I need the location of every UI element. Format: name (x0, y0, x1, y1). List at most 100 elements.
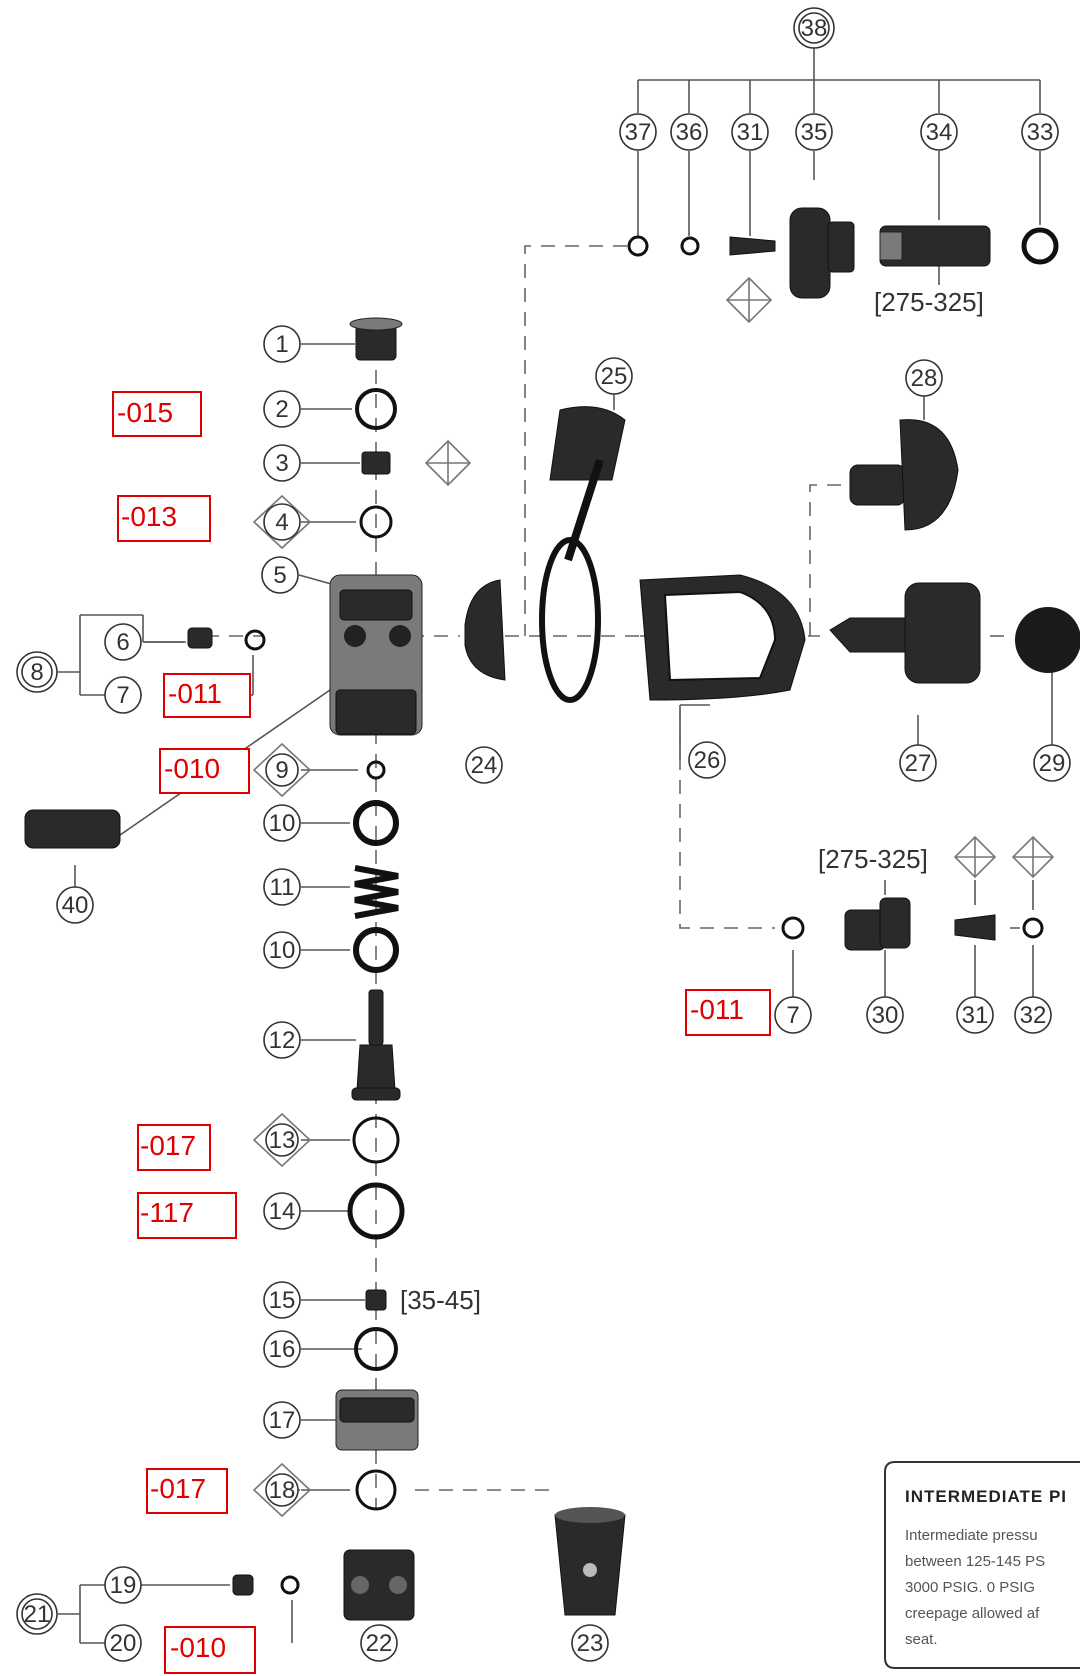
oring-size-label: -117 (137, 1192, 237, 1239)
svg-text:17: 17 (269, 1407, 296, 1434)
svg-text:6: 6 (116, 629, 129, 656)
svg-text:20: 20 (110, 1630, 137, 1657)
svg-text:38: 38 (801, 15, 828, 42)
svg-text:27: 27 (905, 750, 932, 777)
callout-13: 13 (265, 1123, 299, 1157)
callout-27: 27 (899, 744, 937, 782)
svg-text:33: 33 (1027, 119, 1054, 146)
svg-text:21: 21 (24, 1601, 51, 1628)
svg-text:29: 29 (1039, 750, 1066, 777)
callout-18: 18 (265, 1473, 299, 1507)
svg-text:-015: -015 (117, 397, 173, 428)
callout-5: 5 (261, 556, 299, 594)
oring-size-label: -013 (117, 495, 211, 542)
svg-text:-013: -013 (121, 501, 177, 532)
svg-text:7: 7 (116, 682, 129, 709)
callout-19: 19 (104, 1566, 142, 1604)
callout-15: 15 (263, 1281, 301, 1319)
callout-30: 30 (866, 996, 904, 1034)
svg-text:36: 36 (676, 119, 703, 146)
svg-text:8: 8 (30, 659, 43, 686)
svg-text:-010: -010 (170, 1632, 226, 1663)
callout-16: 16 (263, 1330, 301, 1368)
diamond-icon (1011, 835, 1055, 879)
torque-specs: [275-325] [275-325] [35-45] (400, 287, 984, 1315)
svg-text:14: 14 (269, 1198, 296, 1225)
note-title: INTERMEDIATE PI (905, 1487, 1067, 1506)
svg-text:37: 37 (625, 119, 652, 146)
svg-text:13: 13 (269, 1127, 296, 1154)
note-line: creepage allowed af (905, 1605, 1040, 1622)
svg-text:23: 23 (577, 1630, 604, 1657)
svg-text:11: 11 (270, 874, 295, 901)
svg-text:-117: -117 (140, 1197, 194, 1228)
diamond-icon (252, 1112, 312, 1168)
oring-size-label: -017 (146, 1468, 228, 1514)
oring-size-label: -015 (112, 391, 202, 437)
oring-size-label: -017 (137, 1124, 211, 1171)
oring-size-label: -010 (159, 748, 250, 794)
svg-text:4: 4 (275, 509, 288, 536)
callout-11: 11 (263, 868, 301, 906)
callout-10: 10 (263, 931, 301, 969)
diamond-icon (725, 276, 773, 324)
svg-text:32: 32 (1020, 1002, 1047, 1029)
svg-text:24: 24 (471, 752, 498, 779)
callout-22: 22 (360, 1624, 398, 1662)
svg-text:22: 22 (366, 1630, 393, 1657)
svg-text:31: 31 (962, 1002, 989, 1029)
svg-text:34: 34 (926, 119, 953, 146)
svg-text:-010: -010 (164, 753, 220, 784)
svg-text:26: 26 (694, 747, 721, 774)
callout-37: 37 (619, 113, 657, 151)
oring-size-annotations: -015 -013 -011 -010 -011 -017 -117 -017 … (112, 391, 771, 1674)
callout-9: 9 (265, 753, 299, 787)
callout-26: 26 (688, 741, 726, 779)
callout-6: 6 (104, 623, 142, 661)
callout-4: 4 (263, 503, 301, 541)
callout-8: 8 (16, 651, 58, 693)
oring-size-label: -011 (685, 989, 771, 1036)
callout-10: 10 (263, 804, 301, 842)
callout-23: 23 (571, 1624, 609, 1662)
svg-text:9: 9 (275, 757, 288, 784)
intermediate-pressure-note: INTERMEDIATE PI Intermediate pressu betw… (884, 1461, 1080, 1669)
diamond-icon (424, 439, 472, 487)
svg-text:-011: -011 (168, 678, 222, 709)
callout-21: 21 (16, 1593, 58, 1635)
torque-spec-left: [35-45] (400, 1285, 481, 1315)
svg-text:10: 10 (269, 937, 296, 964)
callout-34: 34 (920, 113, 958, 151)
callout-40: 40 (56, 886, 94, 924)
callout-7b: 7 (774, 996, 812, 1034)
svg-text:25: 25 (601, 363, 628, 390)
left-column-parts (24, 317, 626, 1621)
callout-7: 7 (104, 676, 142, 714)
callout-2: 2 (263, 390, 301, 428)
callout-14: 14 (263, 1192, 301, 1230)
diamond-icon (252, 1462, 312, 1518)
svg-text:2: 2 (275, 396, 288, 423)
torque-spec-right: [275-325] (818, 844, 928, 874)
callout-24: 24 (465, 746, 503, 784)
oring-size-label: -010 (164, 1626, 256, 1674)
oring-size-label: -011 (163, 673, 251, 718)
callout-32: 32 (1014, 996, 1052, 1034)
svg-text:-017: -017 (140, 1130, 196, 1161)
svg-text:18: 18 (269, 1477, 296, 1504)
callout-31-top: 31 (731, 113, 769, 151)
lubrication-symbols (252, 276, 1055, 1518)
diamond-icon (252, 494, 312, 550)
callout-12: 12 (263, 1021, 301, 1059)
center-right-parts (464, 406, 1080, 951)
diamond-icon (252, 742, 312, 798)
note-line: Intermediate pressu (905, 1527, 1038, 1544)
svg-text:16: 16 (269, 1336, 296, 1363)
callout-25: 25 (595, 357, 633, 395)
svg-text:-011: -011 (690, 994, 744, 1025)
note-line: seat. (905, 1631, 938, 1648)
callout-20: 20 (104, 1624, 142, 1662)
svg-text:28: 28 (911, 365, 938, 392)
svg-text:5: 5 (273, 562, 286, 589)
